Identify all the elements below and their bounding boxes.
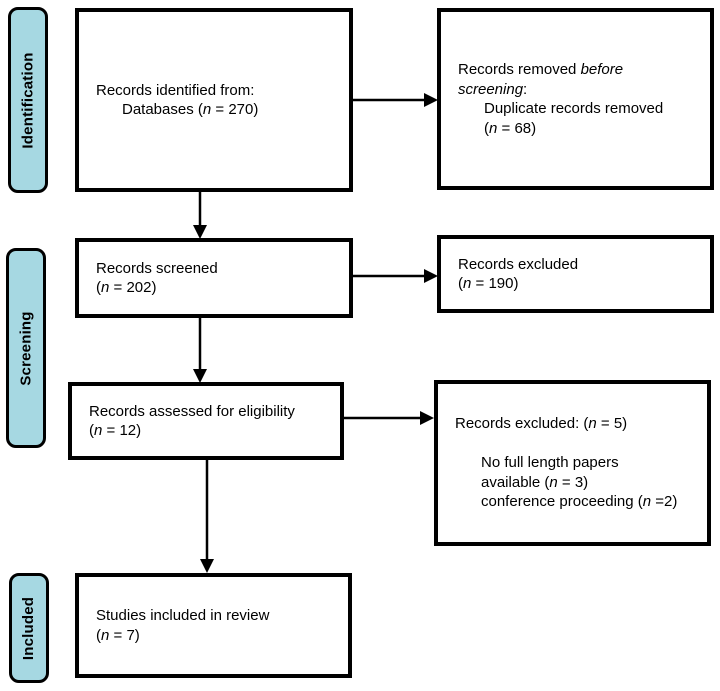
box-studies-included-text: Studies included in review (n = 7) [79,606,348,645]
box-records-removed-text: Records removed before screening: Duplicat… [441,60,710,138]
stage-label-identification: Identification [8,7,48,193]
box-records-removed-before-screening: Records removed before screening: Duplicat… [437,8,714,190]
box-records-screened: Records screened (n = 202) [75,238,353,318]
text-line: (n = 190) [458,275,519,292]
box-records-identified: Records identified from: Databases (n = 2… [75,8,353,192]
box-records-identified-text: Records identified from: Databases (n = 2… [79,81,349,120]
text-line: Records screened [96,259,218,277]
text-line: Records identified from: [96,81,255,99]
box-records-excluded-eligibility-text: Records excluded: (n = 5) No full length… [438,414,707,512]
stage-label-identification-text: Identification [19,51,37,149]
box-records-assessed-text: Records assessed for eligibility (n = 12) [72,402,340,441]
arrow-screened-to-excluded [352,269,438,283]
box-records-excluded-screening-text: Records excluded (n = 190) [441,255,710,294]
box-records-assessed-eligibility: Records assessed for eligibility (n = 12) [68,382,344,460]
stage-label-screening-text: Screening [17,310,35,386]
text-line: Records excluded: (n = 5) [455,415,628,433]
text-line: (n = 7) [96,626,140,644]
stage-label-screening: Screening [6,248,46,448]
arrow-assessed-to-excluded [343,411,434,425]
text-line: Databases (n = 270) [122,101,259,118]
text-line: (n = 68) [484,119,537,137]
text-line: Studies included in review [96,607,270,624]
arrow-assessed-to-included [200,459,214,573]
text-line: screening: [458,80,528,98]
box-records-screened-text: Records screened (n = 202) [79,259,349,298]
text-line: Records assessed for eligibility [89,402,295,420]
arrow-screened-to-assessed [193,318,207,383]
box-records-excluded-screening: Records excluded (n = 190) [437,235,714,313]
text-line [455,434,701,454]
arrow-identified-to-screened [193,192,207,239]
text-line: available (n = 3) [481,473,589,491]
box-studies-included: Studies included in review (n = 7) [75,573,352,678]
text-line: (n = 202) [96,279,157,296]
stage-label-included-text: Included [20,596,38,660]
text-line: (n = 12) [89,422,142,439]
text-line: Records removed before [458,61,624,78]
text-line: No full length papers [481,454,619,472]
text-line: Records excluded [458,255,579,273]
stage-label-included: Included [9,573,49,683]
box-records-excluded-eligibility: Records excluded: (n = 5) No full length… [434,380,711,546]
arrow-identified-to-removed [352,93,438,107]
text-line: Duplicate records removed [484,100,664,117]
text-line: conference proceeding (n =2) [481,493,678,511]
